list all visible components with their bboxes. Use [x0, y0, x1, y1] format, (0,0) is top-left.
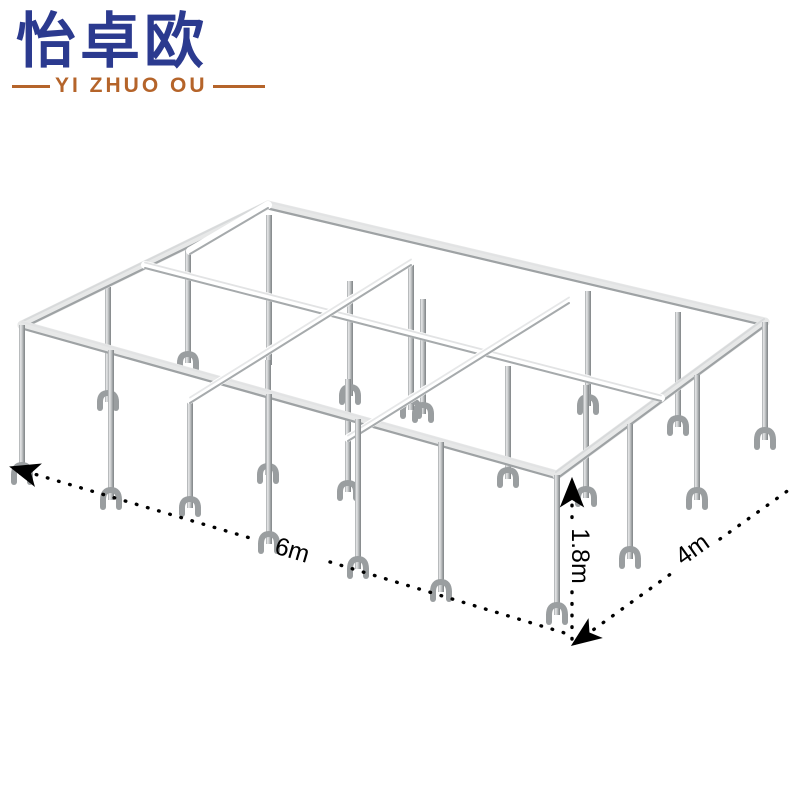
roof-rails: [17, 200, 770, 480]
leg: [11, 325, 33, 485]
leg: [266, 215, 272, 365]
dimension-line-width-lower: [570, 571, 674, 646]
leg: [754, 322, 776, 450]
dimension-line-length-right: [328, 560, 570, 636]
leg: [177, 248, 199, 372]
leg: [258, 394, 280, 554]
legs-front-left-row: [11, 325, 33, 485]
leg: [497, 366, 519, 488]
dimension-label-height: 1.8m: [566, 528, 594, 584]
leg: [430, 442, 452, 602]
leg: [686, 375, 708, 510]
dimension-label-length: 6m: [272, 532, 313, 569]
leg: [667, 312, 689, 436]
dimension-label-width: 4m: [670, 528, 715, 571]
frame-geometry: [11, 200, 776, 625]
brand-logo: 怡卓欧 YI ZHUO OU: [10, 6, 280, 112]
dimension-line-width-upper: [718, 485, 795, 541]
logo-rule-left: [12, 84, 50, 88]
leg: [347, 419, 369, 579]
logo-pinyin-row: YI ZHUO OU: [10, 74, 280, 98]
logo-chinese-text: 怡卓欧: [16, 9, 208, 75]
legs-front-row: [100, 322, 776, 625]
leg: [179, 398, 201, 517]
leg: [619, 424, 641, 569]
dimension-line-length-left: [9, 463, 252, 540]
leg-front-corner: [546, 475, 568, 625]
logo-pinyin-text: YI ZHUO OU: [55, 74, 208, 97]
leg: [412, 299, 434, 423]
roof-cross-rails: [141, 201, 665, 442]
dimension-annotations: 6m 4m 1.8m: [9, 463, 795, 646]
logo-rule-right: [212, 84, 265, 88]
